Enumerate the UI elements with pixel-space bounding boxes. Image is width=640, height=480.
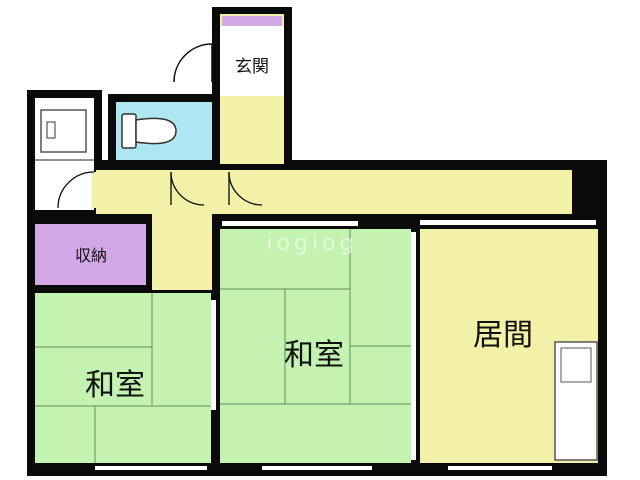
corridor-door-gap [92,172,98,208]
utility-door-arc [57,171,95,209]
living-label: 居間 [473,318,533,353]
partition-top-center [222,221,358,226]
washer-fixture [40,109,87,153]
genkan-label: 玄関 [235,57,269,77]
washitsu-left-room [35,293,211,463]
genkan-step [220,26,284,96]
partition-top-living [420,220,596,225]
corridor-end-block [572,170,598,210]
watermark: iogiog [266,231,357,256]
sliding-partitions [211,220,596,460]
partition-left-center [211,300,216,410]
storage-room [35,224,146,285]
genkan-top-strip [222,16,282,26]
toilet-fixture [121,113,177,149]
washitsu-left-label: 和室 [85,368,145,403]
washitsu-left-tatami-lines [35,293,211,463]
windows-bottom [95,466,552,470]
washitsu-center-label: 和室 [284,338,344,373]
washitsu-center-tatami-lines [220,229,411,405]
washer-handle [46,121,56,139]
living-cabinet [554,341,598,461]
corridor-inner-wall [212,220,220,296]
window-right [448,466,552,470]
living-cabinet-inner [560,347,592,383]
corridor-lower [152,170,212,290]
entrance-door-arc [173,43,213,83]
partition-center-living [411,232,416,460]
storage-label: 収納 [75,246,107,265]
toilet-tank [121,113,137,149]
window-center [262,466,372,470]
window-left [95,466,207,470]
toilet-bowl [135,117,177,145]
